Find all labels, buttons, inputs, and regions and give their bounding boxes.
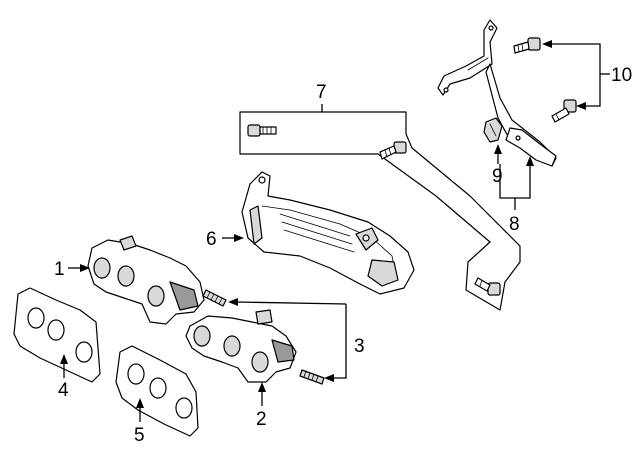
leader-10 [542, 40, 610, 110]
part-2-exhaust-manifold [185, 309, 297, 383]
part-7-bolt-lower [474, 277, 501, 296]
callout-5: 5 [134, 425, 145, 446]
callout-3: 3 [354, 336, 365, 357]
part-3-stud-lower [299, 369, 325, 385]
leader-6 [222, 234, 244, 242]
part-1-exhaust-manifold [87, 235, 205, 325]
part-7-bolt-left [247, 124, 277, 137]
leader-2 [258, 382, 266, 406]
part-3-stud-upper [202, 289, 227, 307]
leader-3 [228, 298, 347, 382]
callout-4: 4 [58, 380, 69, 401]
leader-4 [60, 354, 68, 378]
callout-9: 9 [492, 166, 503, 187]
part-9-clip [483, 117, 503, 143]
part-8-bracket [505, 127, 557, 167]
callout-6: 6 [206, 229, 217, 250]
leader-9 [494, 144, 502, 164]
part-6-heat-shield [241, 171, 415, 295]
callout-8: 8 [509, 214, 520, 235]
part-7-bolt-right [379, 141, 407, 160]
leader-5 [136, 398, 144, 422]
part-10-bolt-lower [551, 99, 577, 123]
part-5-gasket [115, 345, 199, 437]
part-10-bolt-upper [513, 37, 541, 54]
leader-8 [499, 156, 534, 210]
callout-1: 1 [54, 259, 65, 280]
callout-2: 2 [256, 409, 267, 430]
part-4-gasket [13, 287, 101, 383]
callout-10: 10 [611, 65, 632, 86]
leader-1 [68, 264, 90, 272]
callout-7: 7 [316, 82, 327, 103]
